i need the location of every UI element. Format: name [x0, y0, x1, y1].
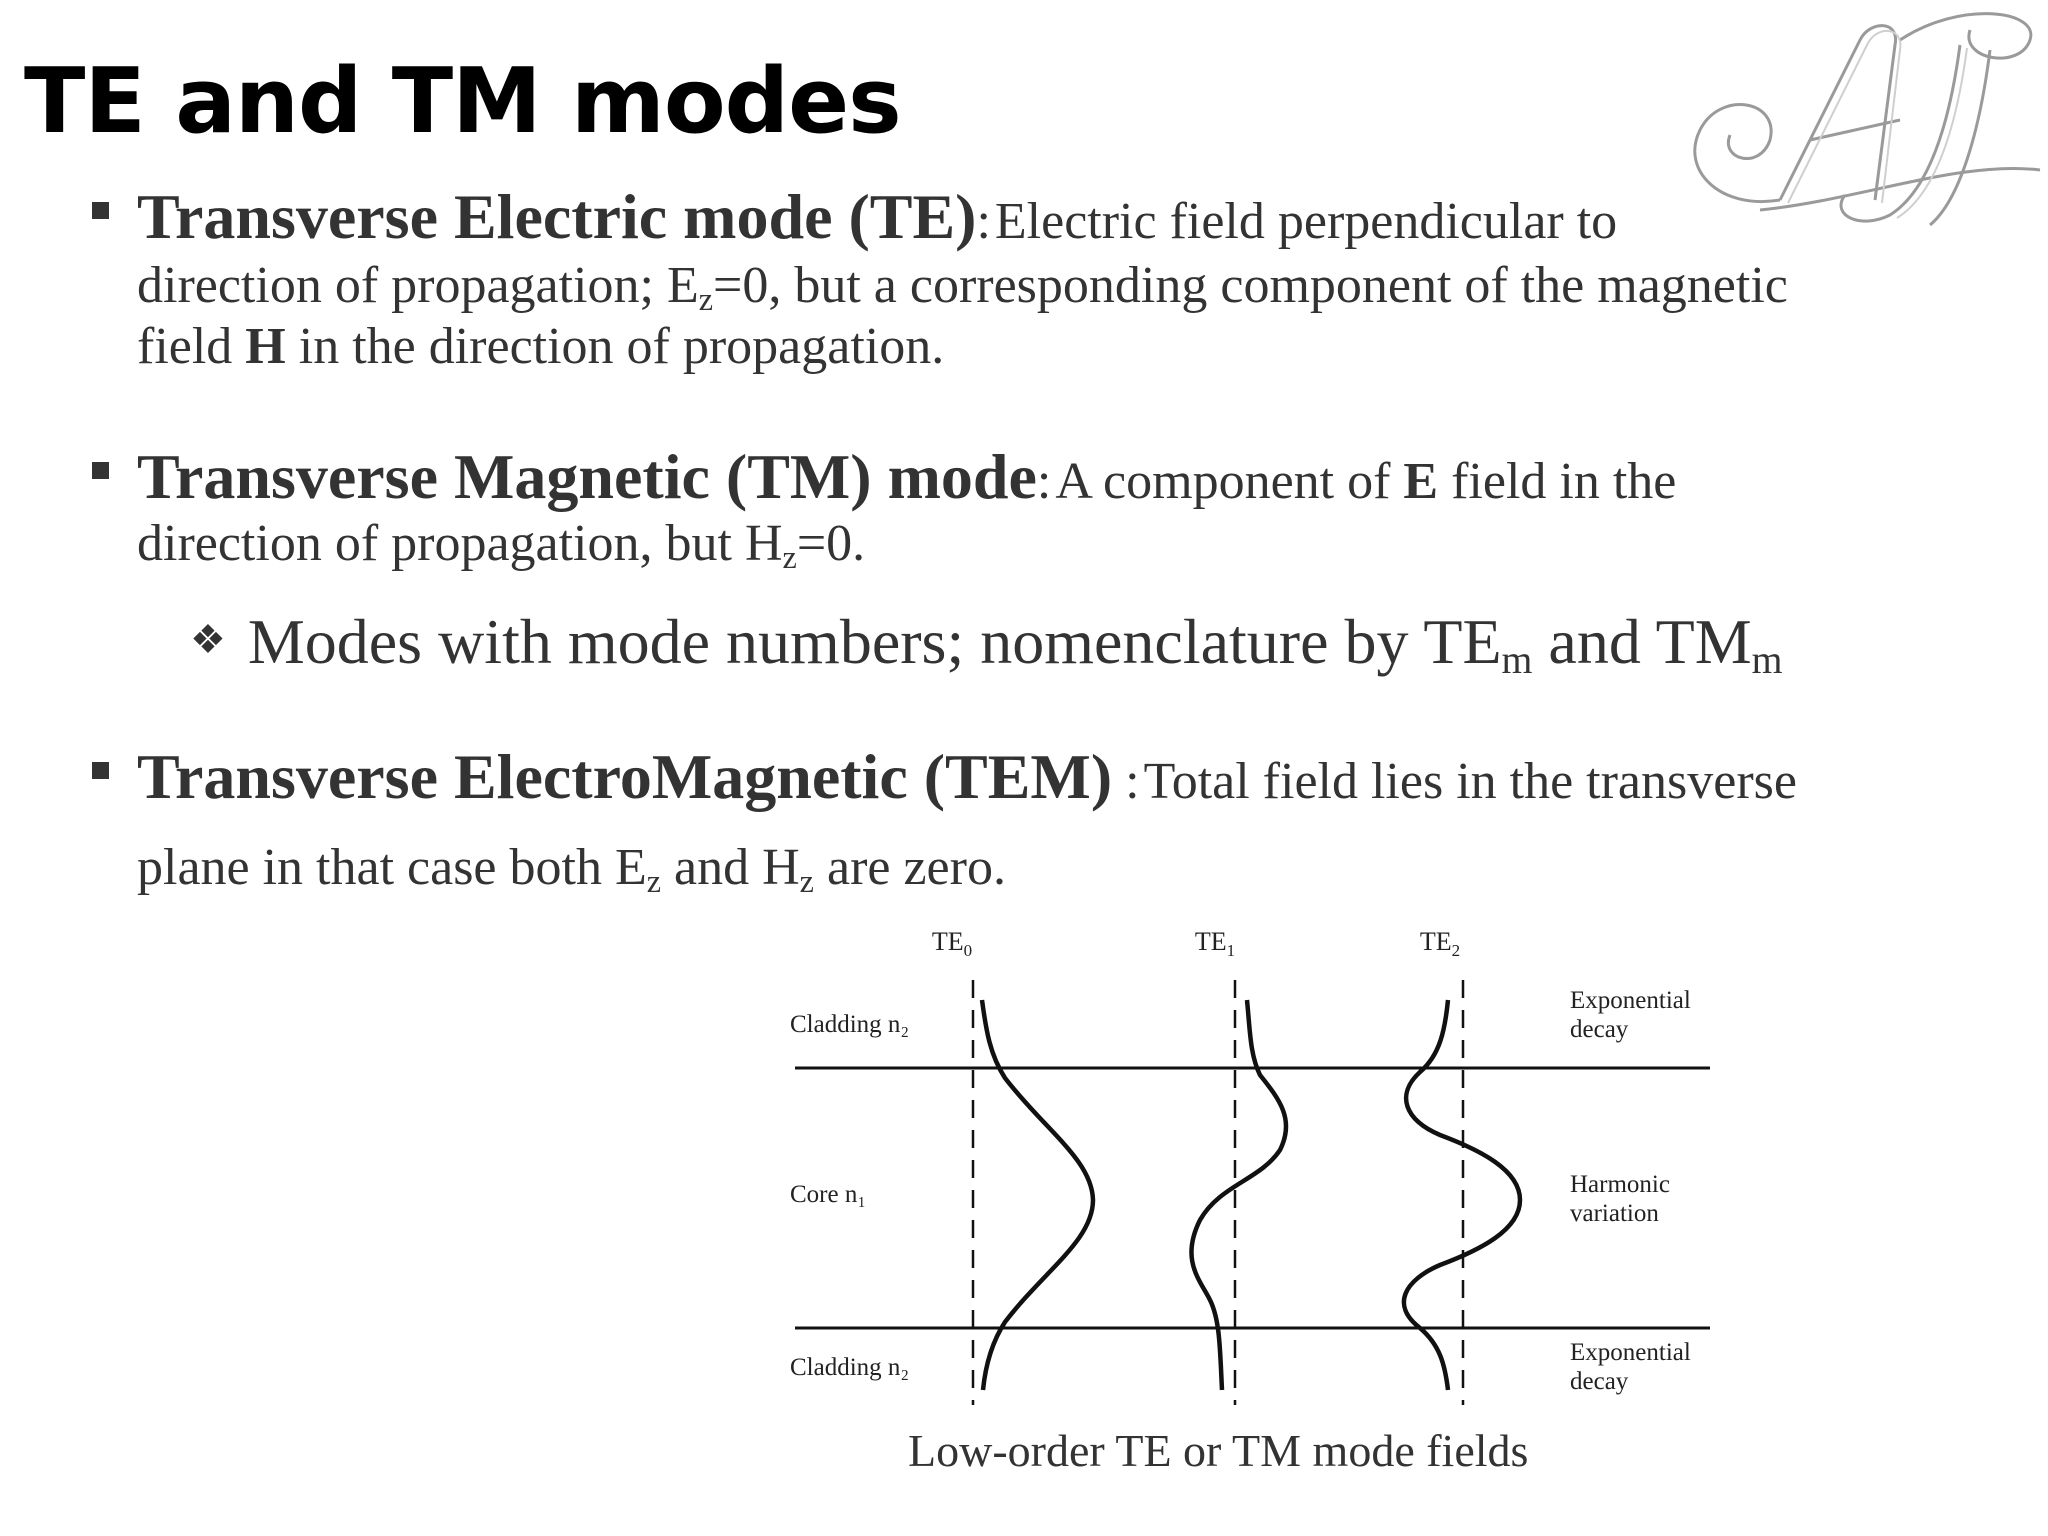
bullet-text: direction of propagation, but H — [137, 515, 783, 572]
figure-caption: Low-order TE or TM mode fields — [908, 1425, 1529, 1476]
bullet-text: =0. — [796, 515, 866, 572]
separator: : — [1036, 453, 1052, 510]
bold-symbol: E — [1403, 453, 1439, 510]
bullet-text: Total field lies in the transverse — [1143, 753, 1797, 810]
bullet-heading: Transverse ElectroMagnetic (TEM) — [137, 741, 1113, 812]
bullet-text: are zero. — [813, 839, 1006, 896]
bullet-text: and H — [661, 839, 800, 896]
label-harmonic-2: variation — [1570, 1200, 1659, 1227]
subscript: m — [1751, 637, 1783, 682]
square-bullet-icon — [92, 762, 109, 779]
monogram-logo — [1693, 12, 2041, 227]
bullet-text: A component of — [1055, 453, 1404, 510]
field-curve-te2 — [1401, 999, 1523, 1391]
subscript: m — [1501, 637, 1533, 682]
subscript: z — [799, 863, 814, 900]
separator: : — [976, 193, 991, 250]
mode-label-te1: TE1 — [1195, 927, 1235, 960]
bullet-text: direction of propagation; E — [137, 257, 699, 314]
subscript: z — [782, 539, 797, 576]
bullet-heading: Transverse Electric mode (TE) — [137, 181, 977, 252]
label-exp-decay-bot-2: decay — [1570, 1368, 1629, 1395]
bullet-text: =0, but a corresponding component of the… — [713, 257, 1788, 314]
label-exp-decay-bot-1: Exponential — [1570, 1339, 1691, 1366]
label-exp-decay-top-1: Exponential — [1570, 987, 1691, 1014]
bullet-text: field in the — [1438, 453, 1677, 510]
label-exp-decay-top-2: decay — [1570, 1016, 1629, 1043]
bullet-text: in the direction of propagation. — [285, 318, 945, 375]
bullet-text: plane in that case both E — [137, 839, 647, 896]
field-curve-te1 — [1189, 999, 1289, 1391]
bullet-text: field — [137, 318, 246, 375]
label-cladding-bottom: Cladding n₂ — [790, 1354, 909, 1381]
field-curve-te0 — [979, 999, 1096, 1391]
bold-symbol: H — [245, 318, 286, 375]
bullet-heading: Transverse Magnetic (TM) mode — [137, 441, 1037, 512]
label-cladding-top: Cladding n₂ — [790, 1011, 909, 1038]
diamond-bullet-icon: ❖ — [190, 617, 226, 662]
sub-bullet-text: Modes with mode numbers; nomenclature by… — [247, 606, 1502, 677]
mode-label-te2: TE2 — [1420, 927, 1460, 960]
bullet-text: Electric field perpendicular to — [994, 193, 1618, 250]
mode-label-te0: TE0 — [932, 927, 972, 960]
sub-bullet-text: and TM — [1532, 606, 1752, 677]
subscript: z — [646, 863, 662, 900]
square-bullet-icon — [92, 202, 109, 219]
label-core: Core n₁ — [790, 1181, 866, 1208]
subscript: z — [698, 281, 714, 318]
slide-title: TE and TM modes — [24, 49, 902, 154]
square-bullet-icon — [92, 462, 109, 479]
sub-bullet-modes: ❖ Modes with mode numbers; nomenclature b… — [190, 605, 1783, 682]
separator: : — [1112, 753, 1140, 810]
label-harmonic-1: Harmonic — [1570, 1171, 1670, 1198]
mode-field-diagram: TE0 TE1 TE2 Cladding n₂ Core n₁ Cladding… — [790, 927, 1710, 1405]
